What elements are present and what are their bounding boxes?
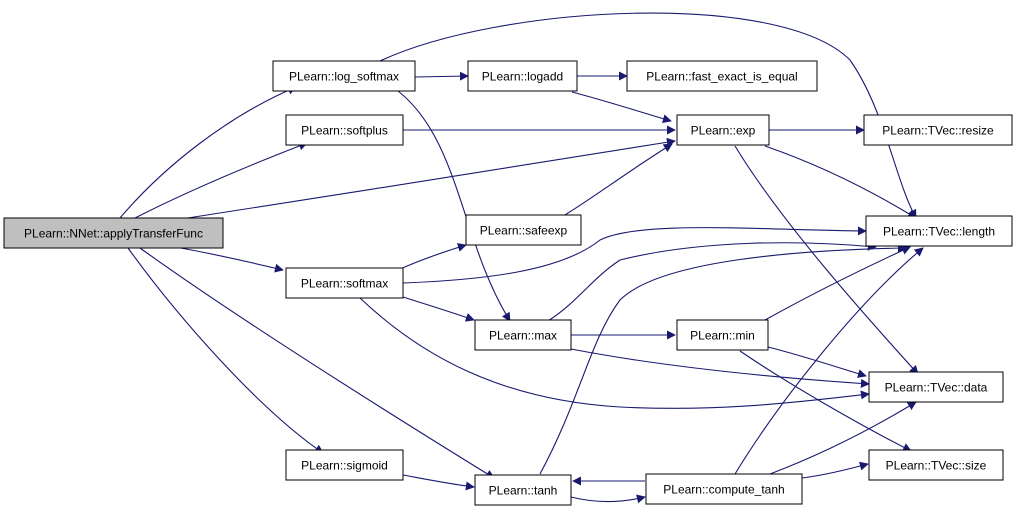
node-tvec-resize[interactable]: PLearn::TVec::resize bbox=[863, 114, 1013, 146]
edge-apply-to-sigmoid bbox=[127, 247, 324, 454]
node-max-box bbox=[474, 319, 572, 351]
edge-softmax-to-max bbox=[402, 296, 475, 322]
edge-safeexp-to-exp bbox=[559, 143, 673, 219]
node-min[interactable]: PLearn::min bbox=[676, 319, 769, 351]
edge-softmax-to-length bbox=[402, 226, 867, 284]
node-min-label: PLearn::min bbox=[690, 329, 755, 343]
edge-apply-to-exp bbox=[174, 137, 676, 221]
node-compute-tanh-label: PLearn::compute_tanh bbox=[663, 483, 784, 497]
node-min-box bbox=[676, 319, 769, 351]
edge-compute-tanh-to-size bbox=[801, 461, 869, 479]
node-fast-exact-is-equal-label: PLearn::fast_exact_is_equal bbox=[646, 70, 797, 84]
node-tanh[interactable]: PLearn::tanh bbox=[474, 474, 572, 506]
edge-log-softmax-to-length bbox=[379, 12, 917, 219]
node-softplus-label: PLearn::softplus bbox=[301, 124, 388, 138]
node-log-softmax-box bbox=[272, 60, 416, 92]
nodes-layer: PLearn::NNet::applyTransferFunc PLearn::… bbox=[3, 60, 1013, 506]
edge-apply-to-softplus bbox=[134, 141, 308, 219]
edge-sigmoid-to-tanh bbox=[402, 474, 475, 491]
node-apply-transfer-func-box bbox=[3, 217, 224, 249]
node-softmax-box bbox=[285, 267, 404, 299]
node-tvec-resize-label: PLearn::TVec::resize bbox=[882, 124, 994, 138]
edge-log-softmax-to-max bbox=[397, 90, 511, 322]
edge-min-to-length bbox=[764, 246, 911, 321]
node-exp-label: PLearn::exp bbox=[691, 124, 756, 138]
node-softmax[interactable]: PLearn::softmax bbox=[285, 267, 404, 299]
node-tvec-data-box bbox=[868, 371, 1004, 403]
edge-apply-to-softmax bbox=[174, 246, 284, 273]
node-tvec-size-box bbox=[868, 449, 1004, 481]
edge-compute-tanh-to-length bbox=[734, 247, 924, 475]
node-safeexp-label: PLearn::safeexp bbox=[480, 224, 568, 238]
node-safeexp-box bbox=[465, 214, 582, 246]
node-compute-tanh[interactable]: PLearn::compute_tanh bbox=[645, 473, 803, 505]
edge-exp-to-data bbox=[734, 145, 919, 375]
edge-logadd-to-exp bbox=[571, 91, 672, 124]
node-exp-box bbox=[676, 114, 770, 146]
edge-exp-to-length bbox=[764, 145, 917, 219]
node-tanh-box bbox=[474, 474, 572, 506]
node-exp[interactable]: PLearn::exp bbox=[676, 114, 770, 146]
node-log-softmax-label: PLearn::log_softmax bbox=[289, 70, 399, 84]
node-tvec-length-box bbox=[865, 215, 1013, 247]
node-softmax-label: PLearn::softmax bbox=[301, 277, 388, 291]
edge-apply-to-log-softmax bbox=[119, 86, 297, 219]
edges-layer bbox=[119, 12, 924, 504]
edge-tanh-to-length bbox=[539, 243, 907, 475]
node-sigmoid[interactable]: PLearn::sigmoid bbox=[285, 449, 404, 481]
node-softplus-box bbox=[285, 114, 404, 146]
edge-softmax-to-data bbox=[359, 297, 870, 409]
node-apply-transfer-func-label: PLearn::NNet::applyTransferFunc bbox=[24, 227, 203, 241]
node-safeexp[interactable]: PLearn::safeexp bbox=[465, 214, 582, 246]
node-softplus[interactable]: PLearn::softplus bbox=[285, 114, 404, 146]
node-tvec-length[interactable]: PLearn::TVec::length bbox=[865, 215, 1013, 247]
edge-softmax-to-safeexp bbox=[397, 243, 467, 271]
edge-max-to-length bbox=[547, 241, 877, 322]
node-tanh-label: PLearn::tanh bbox=[489, 484, 558, 498]
node-sigmoid-box bbox=[285, 449, 404, 481]
node-tvec-size[interactable]: PLearn::TVec::size bbox=[868, 449, 1004, 481]
node-max[interactable]: PLearn::max bbox=[474, 319, 572, 351]
node-apply-transfer-func[interactable]: PLearn::NNet::applyTransferFunc bbox=[3, 217, 224, 249]
edge-min-to-data bbox=[767, 346, 867, 378]
node-tvec-length-label: PLearn::TVec::length bbox=[883, 225, 995, 239]
node-max-label: PLearn::max bbox=[489, 329, 557, 343]
node-tvec-resize-box bbox=[863, 114, 1013, 146]
node-tvec-size-label: PLearn::TVec::size bbox=[886, 459, 987, 473]
node-log-softmax[interactable]: PLearn::log_softmax bbox=[272, 60, 416, 92]
node-logadd[interactable]: PLearn::logadd bbox=[467, 60, 578, 92]
node-logadd-label: PLearn::logadd bbox=[482, 70, 563, 84]
edge-log-softmax-to-logadd bbox=[414, 71, 469, 81]
node-sigmoid-label: PLearn::sigmoid bbox=[301, 459, 388, 473]
edge-min-to-size bbox=[739, 350, 912, 452]
node-tvec-data-label: PLearn::TVec::data bbox=[885, 381, 988, 395]
node-fast-exact-is-equal-box bbox=[626, 60, 818, 92]
edge-apply-to-tanh bbox=[139, 247, 495, 479]
edge-compute-tanh-to-data bbox=[769, 401, 917, 475]
node-tvec-data[interactable]: PLearn::TVec::data bbox=[868, 371, 1004, 403]
node-fast-exact-is-equal[interactable]: PLearn::fast_exact_is_equal bbox=[626, 60, 818, 92]
node-logadd-box bbox=[467, 60, 578, 92]
edge-tanh-to-compute-tanh bbox=[570, 494, 646, 504]
edge-max-to-data bbox=[570, 348, 870, 388]
node-compute-tanh-box bbox=[645, 473, 803, 505]
